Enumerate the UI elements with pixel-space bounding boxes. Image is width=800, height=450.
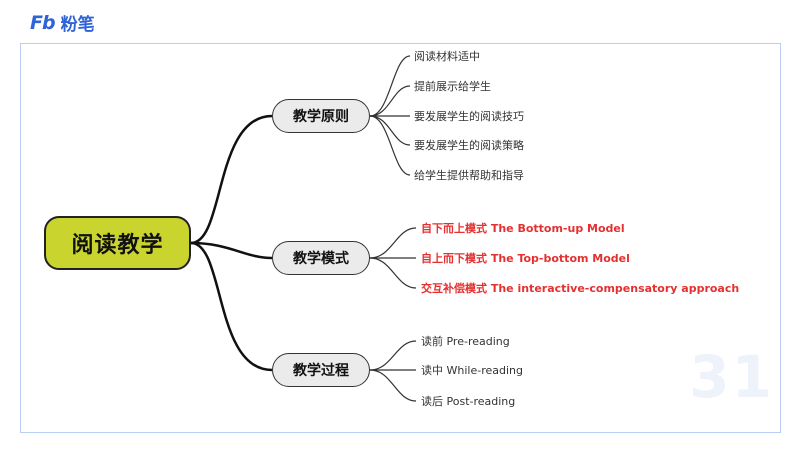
- root-node: 阅读教学: [44, 216, 191, 270]
- connector-root-principles: [190, 114, 273, 245]
- slide-frame: [20, 43, 781, 433]
- leaf-process-while: 读中 While-reading: [421, 364, 523, 377]
- leaf-principle-1: 阅读材料适中: [414, 50, 480, 63]
- leaf-principle-2: 提前展示给学生: [414, 80, 491, 93]
- branch-teaching-models: 教学模式: [272, 241, 370, 275]
- leaf-principle-4: 要发展学生的阅读策略: [414, 139, 524, 152]
- connector-leaf: [369, 227, 417, 259]
- logo-text: 粉笔: [60, 15, 95, 35]
- connector-leaf: [369, 257, 417, 289]
- connector-leaf: [369, 340, 417, 371]
- branch-teaching-process: 教学过程: [272, 353, 370, 387]
- page-watermark: 31: [689, 343, 774, 411]
- leaf-model-top-bottom: 自上而下模式 The Top-bottom Model: [421, 252, 630, 265]
- connector-leaf: [369, 115, 411, 176]
- connector-leaf: [369, 115, 411, 146]
- leaf-principle-5: 给学生提供帮助和指导: [414, 169, 524, 182]
- connector-leaf: [369, 369, 417, 402]
- connector-root-process: [190, 241, 273, 372]
- leaf-process-pre: 读前 Pre-reading: [421, 335, 510, 348]
- logo-mark: Fb: [30, 11, 56, 34]
- leaf-model-bottom-up: 自下而上模式 The Bottom-up Model: [421, 222, 625, 235]
- connector-root-models: [190, 241, 273, 260]
- connector-leaf: [369, 55, 411, 117]
- leaf-process-post: 读后 Post-reading: [421, 395, 516, 408]
- leaf-model-interactive: 交互补偿模式 The interactive-compensatory appr…: [421, 282, 740, 295]
- leaf-principle-3: 要发展学生的阅读技巧: [414, 110, 524, 123]
- branch-teaching-principles: 教学原则: [272, 99, 370, 133]
- connector-leaf: [369, 85, 411, 117]
- brand-logo: Fb 粉笔: [30, 10, 95, 36]
